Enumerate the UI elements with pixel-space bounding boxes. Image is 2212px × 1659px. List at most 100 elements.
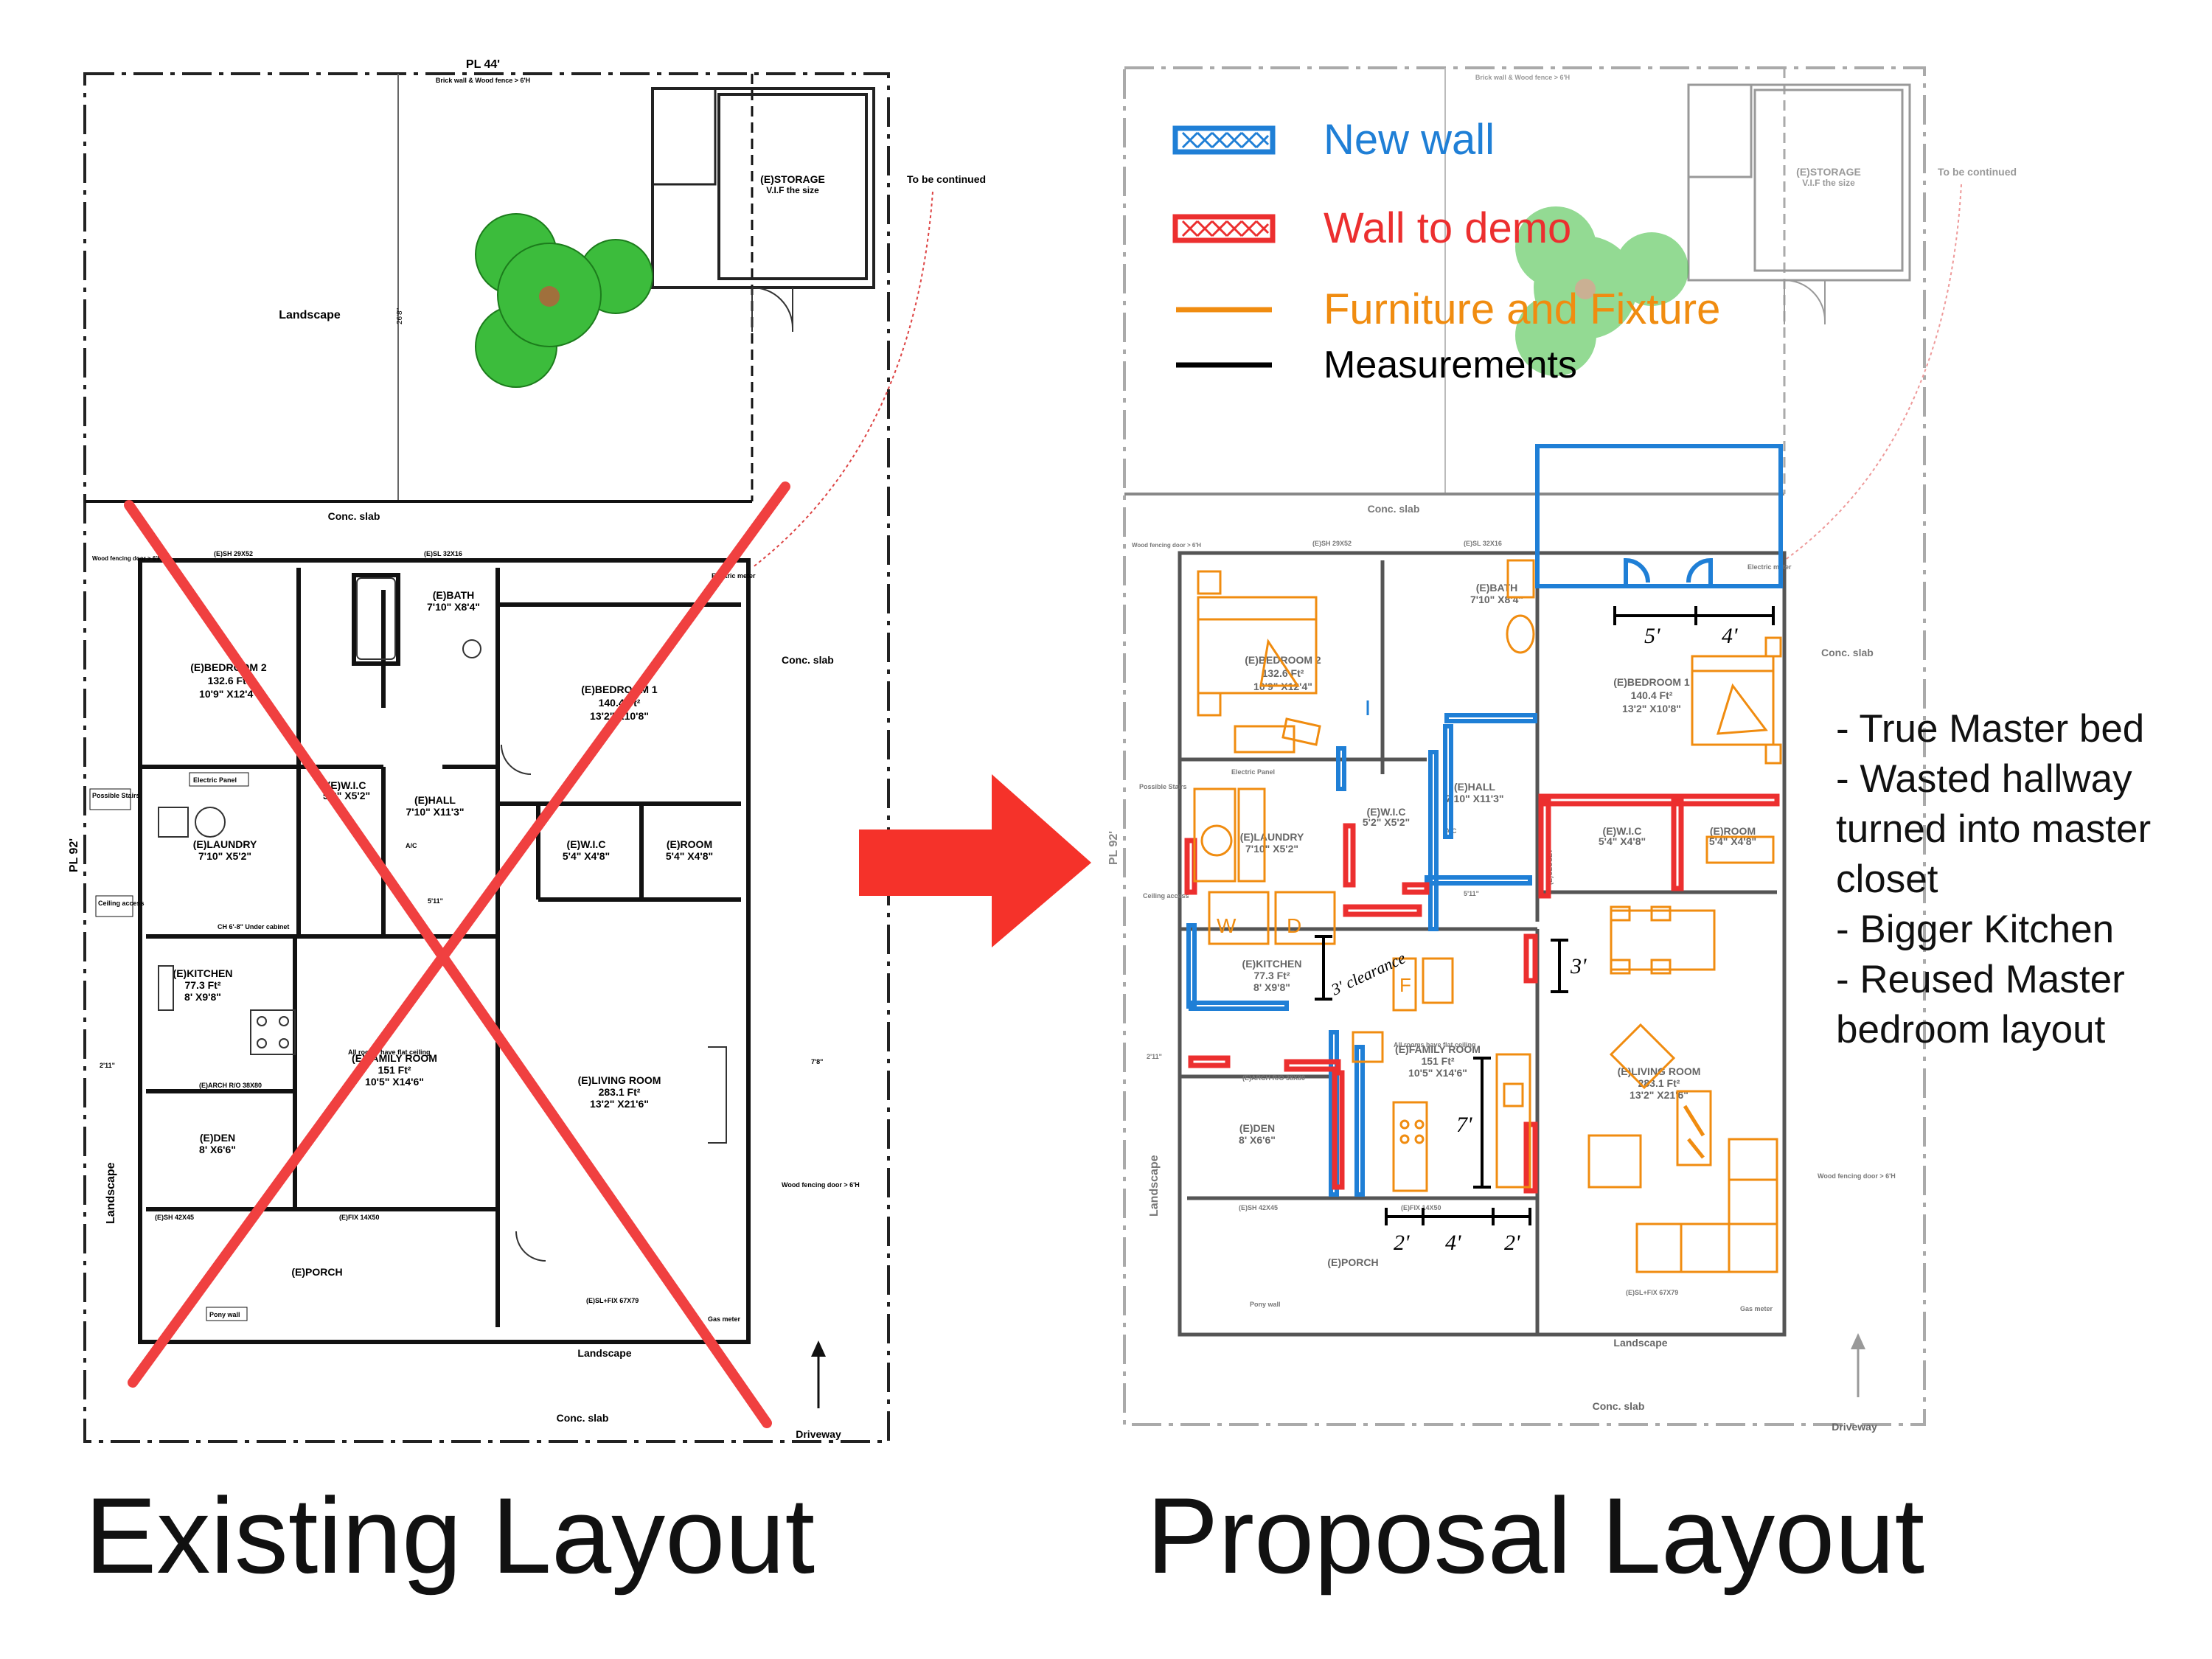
laundry-dim-2: 7'10" X5'2" — [1245, 843, 1298, 855]
possible-stairs-label-2: Possible Stairs — [1139, 783, 1187, 790]
demo-walls — [1184, 793, 1780, 1194]
conc-slab-front-label-2: Conc. slab — [1593, 1400, 1645, 1412]
den-dim-2: 8' X6'6" — [1239, 1134, 1276, 1146]
ceiling-access-label: Ceiling access — [98, 900, 145, 907]
sl-32x16-label: (E)SL 32X16 — [424, 550, 462, 557]
legend-wall-to-demo-text: Wall to demo — [1324, 204, 1572, 252]
wic2-label: (E)W.I.C — [567, 838, 606, 850]
landscape-front-label-2: Landscape — [1613, 1337, 1667, 1349]
brick-fence-label: Brick wall & Wood fence > 6'H — [436, 77, 530, 84]
wic-label-2: (E)W.I.C — [1367, 806, 1406, 818]
dim-78-label: 7'8" — [811, 1058, 823, 1065]
note-item: - Bigger Kitchen — [1836, 908, 2115, 951]
living-room-label: (E)LIVING ROOM — [578, 1074, 661, 1086]
legend-furniture-text: Furniture and Fixture — [1324, 285, 1721, 333]
laundry-label-2: (E)LAUNDRY — [1240, 831, 1304, 843]
legend-furniture: Furniture and Fixture — [1172, 280, 1836, 339]
bath-label: (E)BATH — [433, 589, 475, 601]
conc-slab-front-label: Conc. slab — [557, 1412, 609, 1424]
sh-29x52-label-2: (E)SH 29X52 — [1312, 540, 1352, 547]
storage-label: (E)STORAGE — [760, 173, 825, 185]
bath-label-2: (E)BATH — [1476, 582, 1518, 594]
legend: New wall Wall to demo Furniture and Fixt… — [1172, 111, 1836, 391]
pony-wall-label-2: Pony wall — [1250, 1301, 1281, 1308]
electric-meter-label-2: Electric meter — [1747, 563, 1792, 571]
family-area-2: 151 Ft² — [1421, 1055, 1454, 1067]
room-dim-2: 5'4" X4'8" — [1709, 835, 1756, 847]
kitchen-label: (E)KITCHEN — [173, 967, 233, 979]
sl-fix-label-2: (E)SL+FIX 67X79 — [1626, 1289, 1678, 1296]
hall-dim-2: 7'10" X11'3" — [1445, 793, 1503, 804]
measure-5-label: 5' — [1644, 624, 1660, 648]
proposal-layout-caption: Proposal Layout — [1147, 1475, 1925, 1596]
pl-top-label: PL 44' — [466, 58, 500, 71]
living-area: 283.1 Ft² — [599, 1086, 641, 1098]
to-be-continued-label: To be continued — [907, 173, 986, 185]
kitchen-dim: 8' X9'8" — [184, 991, 221, 1003]
measure-3-label: 3' — [1570, 954, 1587, 978]
proposal-notes: - True Master bed - Wasted hallway turne… — [1836, 704, 2208, 1055]
hall-label-2: (E)HALL — [1454, 781, 1495, 793]
furniture-fixtures: W D F — [1193, 559, 1782, 1273]
family-area: 151 Ft² — [378, 1064, 411, 1076]
family-dim-2: 10'5" X14'6" — [1408, 1067, 1467, 1079]
measure-4-label: 4' — [1722, 624, 1738, 648]
hall-dim: 7'10" X11'3" — [406, 806, 464, 818]
storage-shed-faded — [1687, 83, 1911, 324]
bedroom1-area-2: 140.4 Ft² — [1631, 689, 1673, 701]
kitchen-label-2: (E)KITCHEN — [1242, 958, 1302, 970]
kitchen-area-2: 77.3 Ft² — [1253, 970, 1290, 981]
existing-layout-caption: Existing Layout — [85, 1475, 815, 1596]
flat-ceiling-label-2: All rooms have flat ceiling — [1394, 1041, 1476, 1048]
furniture-swatch — [1176, 307, 1272, 313]
living-area-2: 283.1 Ft² — [1638, 1077, 1680, 1089]
tree-icon-faded — [1515, 206, 1688, 376]
tree-icon — [475, 213, 653, 388]
pony-wall-label: Pony wall — [209, 1311, 240, 1318]
sh-42x45-label: (E)SH 42X45 — [155, 1214, 194, 1221]
svg-text:W: W — [1217, 914, 1237, 937]
storage-shed: (E)STORAGE V.I.F the size — [651, 87, 875, 332]
wic2-dim-2: 5'4" X4'8" — [1599, 835, 1646, 847]
svg-text:D: D — [1287, 914, 1301, 937]
room-label-2: (E)ROOM — [1710, 825, 1756, 837]
conc-slab-right-label: Conc. slab — [782, 654, 834, 666]
measure-7-label: 7' — [1456, 1113, 1472, 1137]
legend-new-wall-text: New wall — [1324, 116, 1495, 164]
note-item: - True Master bed — [1836, 707, 2145, 751]
legend-wall-to-demo: Wall to demo — [1172, 199, 1836, 258]
landscape-front-label: Landscape — [577, 1347, 631, 1359]
sh-42x45-label-2: (E)SH 42X45 — [1239, 1204, 1278, 1211]
brick-fence-label-2: Brick wall & Wood fence > 6'H — [1475, 74, 1570, 81]
bedroom2-label: (E)BEDROOM 2 — [190, 661, 267, 673]
dim-511-label: 5'11" — [428, 897, 443, 905]
wic-label: (E)W.I.C — [327, 779, 366, 791]
landscape-side-label-2: Landscape — [1148, 1155, 1161, 1217]
arch-label-2: (E)ARCH R/O 38X80 — [1242, 1074, 1305, 1082]
wood-fence-label-2: Wood fencing door > 6'H — [1132, 542, 1201, 549]
measure-2b-label: 2' — [1504, 1231, 1520, 1255]
porch-label: (E)PORCH — [291, 1266, 342, 1278]
electric-panel-label-2: Electric Panel — [1231, 768, 1275, 776]
proposal-floor-plan: Brick wall & Wood fence > 6'H PL 92' (E)… — [1107, 66, 2017, 1433]
bedroom2-dim: 10'9" X12'4" — [199, 688, 258, 700]
dim-26-label: 26'8" — [396, 307, 404, 324]
living-dim-2: 13'2" X21'6" — [1630, 1089, 1688, 1101]
fix-14x50-label: (E)FIX 14X50 — [339, 1214, 380, 1221]
bath-dim: 7'10" X8'4" — [427, 601, 480, 613]
laundry-dim: 7'10" X5'2" — [198, 850, 251, 862]
bedroom1-dim-2: 13'2" X10'8" — [1622, 703, 1681, 714]
storage-note-2: V.I.F the size — [1802, 178, 1855, 188]
electric-meter-label: Electric meter — [712, 572, 756, 580]
storage-label-2: (E)STORAGE — [1796, 166, 1861, 178]
conc-slab-label: Conc. slab — [328, 510, 380, 522]
storage-note: V.I.F the size — [766, 185, 819, 195]
den-label-2: (E)DEN — [1239, 1122, 1275, 1134]
legend-measurements: Measurements — [1172, 335, 1836, 394]
porch-label-2: (E)PORCH — [1327, 1256, 1378, 1268]
family-dim: 10'5" X14'6" — [365, 1076, 424, 1088]
sh-29x52-label: (E)SH 29X52 — [214, 550, 253, 557]
gas-meter-label: Gas meter — [708, 1315, 741, 1323]
plan-fixtures — [158, 577, 727, 1262]
